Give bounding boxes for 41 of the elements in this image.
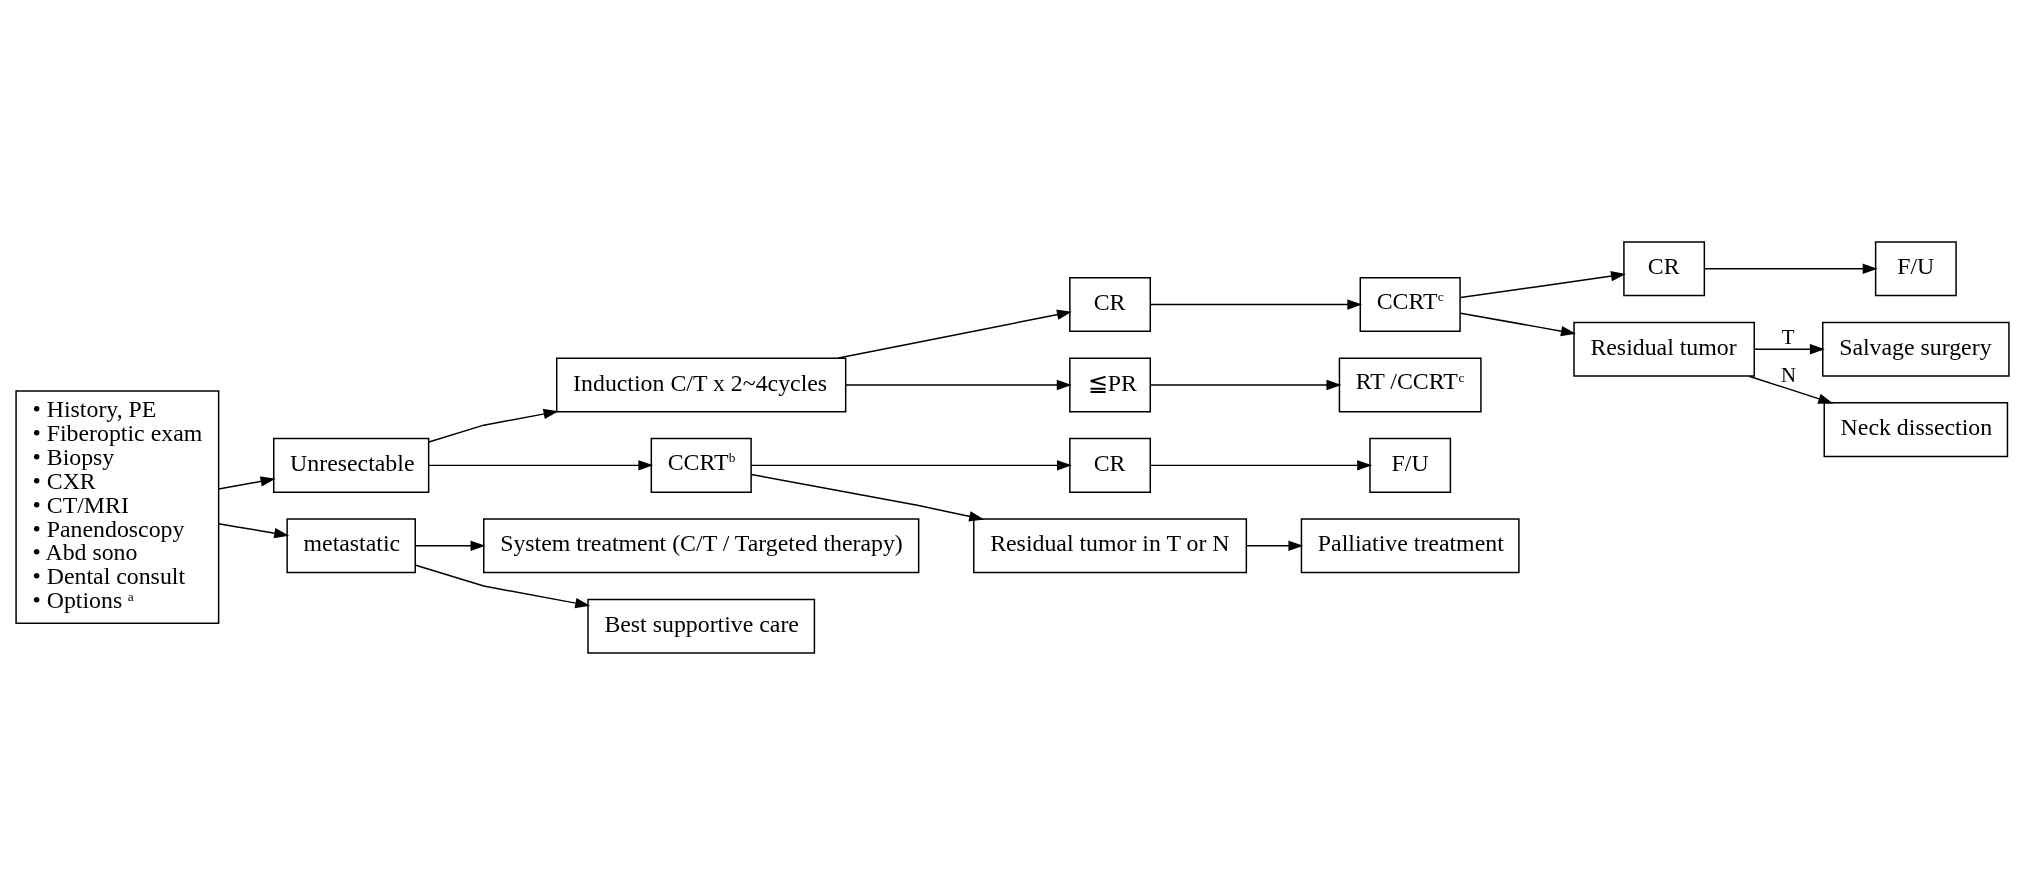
node-box: CCRT$^{c}$ [1359,276,1461,333]
arrow [1149,460,1373,471]
arrow [750,460,1072,471]
node-box: CR [1069,437,1151,493]
node-box: ≦PR [1069,357,1151,413]
arrow [1245,540,1304,551]
edge-label: N [1781,363,1797,388]
node-box: Best supportive care [587,598,816,654]
edge-label: T [1781,324,1795,349]
arrow [1149,299,1363,310]
node-box: RT /CCRT$^{c}$ [1338,357,1482,413]
arrow [428,460,654,471]
arrow [750,473,985,522]
node-box: metastatic [286,518,416,574]
node-box: Neck dissection [1823,402,2009,458]
arrow [1703,263,1878,274]
arrow [1753,344,1825,355]
node-box: Residual tumor in T or N [973,518,1248,574]
arrow [414,540,486,551]
node-box: System treatment (C/T / Targeted therapy) [483,518,920,574]
arrow [218,476,276,490]
arrow [1459,312,1576,337]
node-box: CCRT$^{b}$ [650,437,752,493]
node-box: Salvage surgery [1822,321,2010,377]
arrow [428,408,559,443]
node-box: Induction C/T x 2~4cycles [556,357,847,413]
node-box: Residual tumor [1573,321,1755,377]
arrow [837,309,1072,359]
node-box: CR [1623,241,1706,297]
arrow [1149,379,1342,391]
node-box: • History, PE • Fiberoptic exam • Biopsy • CXR • CT/MRI • Panendoscopy • Abd sono • Dental consult • Options $^{a}$ [15,390,220,624]
node-box: F/U [1369,437,1452,493]
node-box: F/U [1874,241,1957,297]
arrow [1748,375,1834,404]
arrow [218,523,290,539]
arrow [414,564,591,609]
node-box: CR [1069,276,1151,333]
arrow [845,379,1072,391]
node-box: Unresectable [273,437,430,493]
node-box: Palliative treatment [1300,518,1520,574]
arrow [1459,270,1626,299]
